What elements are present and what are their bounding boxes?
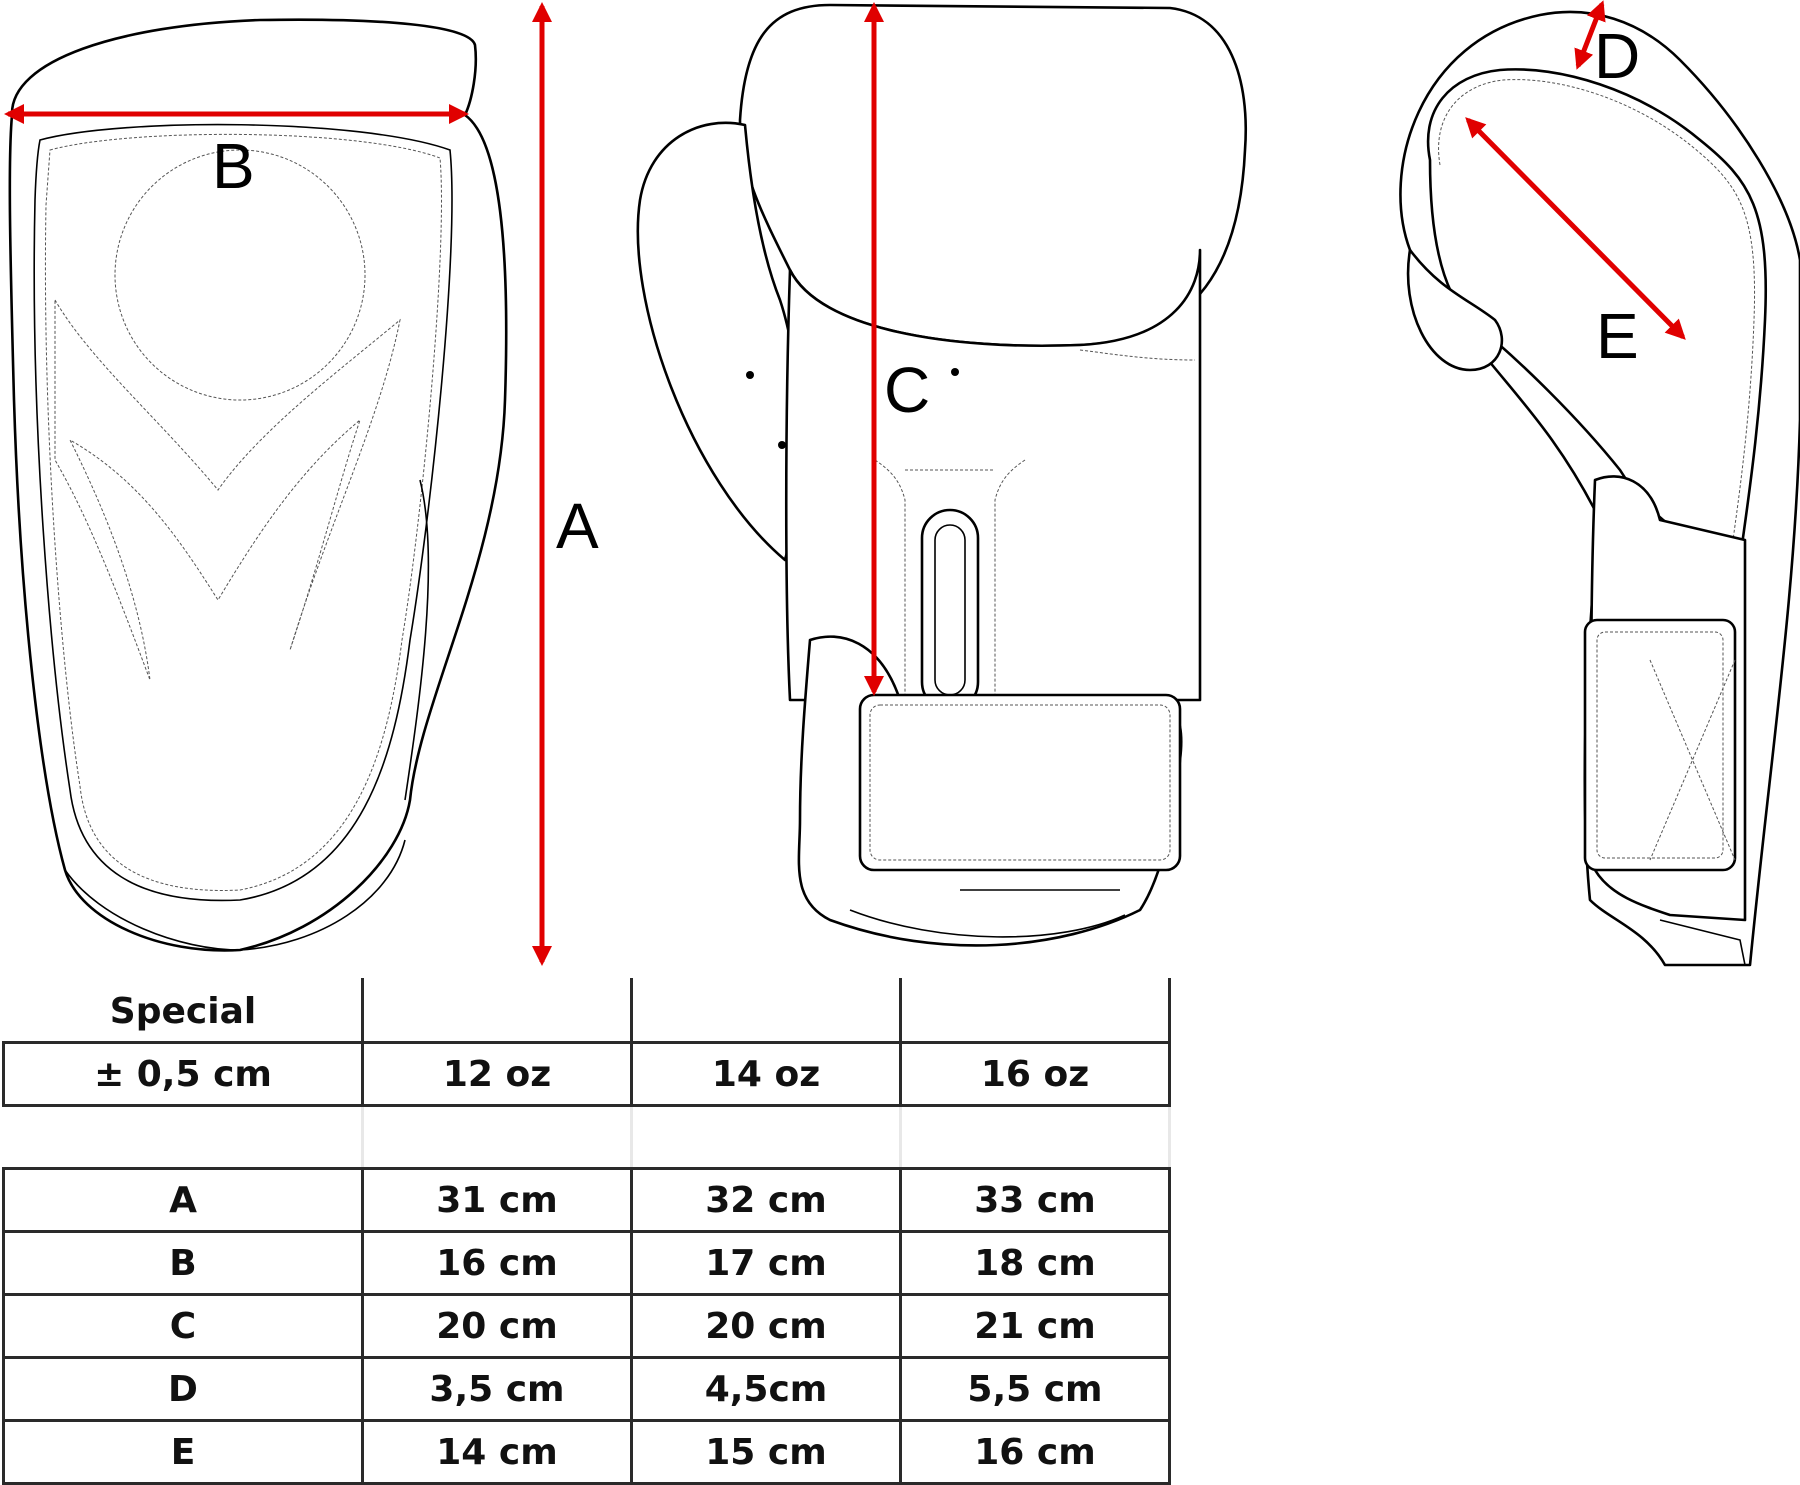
side-velcro-strap xyxy=(1583,618,1737,872)
size-header: 14 oz xyxy=(630,1041,902,1107)
dimension-arrow-e xyxy=(1465,117,1686,340)
dimension-arrow-d xyxy=(1574,0,1606,70)
palm-body xyxy=(784,248,1202,702)
measure-value: 17 cm xyxy=(630,1230,902,1296)
measure-value: 20 cm xyxy=(630,1293,902,1359)
dimension-label-a: A xyxy=(556,490,599,562)
table-row: B 16 cm 17 cm 18 cm xyxy=(2,1230,1171,1296)
measure-value: 18 cm xyxy=(899,1230,1171,1296)
table-row: D 3,5 cm 4,5cm 5,5 cm xyxy=(2,1356,1171,1422)
palm-thumb xyxy=(636,121,802,562)
dimension-label-e: E xyxy=(1596,300,1639,372)
dimension-markers xyxy=(4,0,1686,966)
measure-value: 14 cm xyxy=(361,1419,633,1485)
front-top-cuff xyxy=(10,18,478,117)
table-title-row: Special xyxy=(2,978,1171,1044)
palm-velcro-strap xyxy=(858,693,1182,872)
tolerance-label: ± 0,5 cm xyxy=(2,1041,364,1107)
measure-value: 16 cm xyxy=(899,1419,1171,1485)
table-spacer-row xyxy=(2,1104,1171,1170)
measure-value: 32 cm xyxy=(630,1167,902,1233)
size-header: 12 oz xyxy=(361,1041,633,1107)
palm-seam-stitching xyxy=(874,349,1196,700)
measure-label: B xyxy=(2,1230,364,1296)
table-title: Special xyxy=(2,978,364,1044)
palm-grip-bar xyxy=(920,508,980,712)
table-header-row: ± 0,5 cm 12 oz 14 oz 16 oz xyxy=(2,1041,1171,1107)
side-cuff-bottom xyxy=(1659,919,1746,966)
measure-value: 15 cm xyxy=(630,1419,902,1485)
palm-finger-cap xyxy=(738,3,1247,348)
measure-value: 33 cm xyxy=(899,1167,1171,1233)
size-chart-table: Special ± 0,5 cm 12 oz 14 oz 16 oz A 31 … xyxy=(2,978,1171,1485)
measure-label: E xyxy=(2,1419,364,1485)
measure-value: 4,5cm xyxy=(630,1356,902,1422)
palm-strap-stitching xyxy=(869,704,1171,861)
palm-cuff-bottom xyxy=(849,889,1126,938)
glove-palm-view xyxy=(636,3,1247,947)
glove-front-view xyxy=(8,18,508,952)
glove-diagram: A B C D E xyxy=(4,0,1800,967)
measure-value: 21 cm xyxy=(899,1293,1171,1359)
side-strap-stitching xyxy=(1596,631,1724,859)
table-row: E 14 cm 15 cm 16 cm xyxy=(2,1419,1171,1485)
front-cuff-wrap xyxy=(64,839,406,951)
palm-vent-hole xyxy=(746,371,754,379)
side-pad-stitching xyxy=(1438,79,1756,549)
palm-vent-hole xyxy=(778,441,786,449)
front-knuckle-pad xyxy=(33,123,453,902)
table-row: C 20 cm 20 cm 21 cm xyxy=(2,1293,1171,1359)
dimension-label-b: B xyxy=(212,130,255,202)
measure-value: 5,5 cm xyxy=(899,1356,1171,1422)
palm-vent-hole xyxy=(951,368,959,376)
measure-value: 20 cm xyxy=(361,1293,633,1359)
measure-value: 31 cm xyxy=(361,1167,633,1233)
dimension-label-c: C xyxy=(884,354,930,426)
dimension-label-d: D xyxy=(1594,20,1640,92)
measure-value: 16 cm xyxy=(361,1230,633,1296)
measure-label: C xyxy=(2,1293,364,1359)
front-emblem-circle xyxy=(114,149,366,401)
table-row: A 31 cm 32 cm 33 cm xyxy=(2,1167,1171,1233)
size-header: 16 oz xyxy=(899,1041,1171,1107)
front-glove-body xyxy=(8,113,508,952)
front-thumb-edge xyxy=(404,479,430,801)
glove-side-view xyxy=(1399,10,1800,967)
front-emblem-flame xyxy=(54,298,401,681)
measure-value: 3,5 cm xyxy=(361,1356,633,1422)
measure-label: D xyxy=(2,1356,364,1422)
front-pad-stitching xyxy=(44,133,442,891)
measure-label: A xyxy=(2,1167,364,1233)
side-strap-cross xyxy=(1649,659,1736,861)
side-thumb xyxy=(1406,248,1504,372)
